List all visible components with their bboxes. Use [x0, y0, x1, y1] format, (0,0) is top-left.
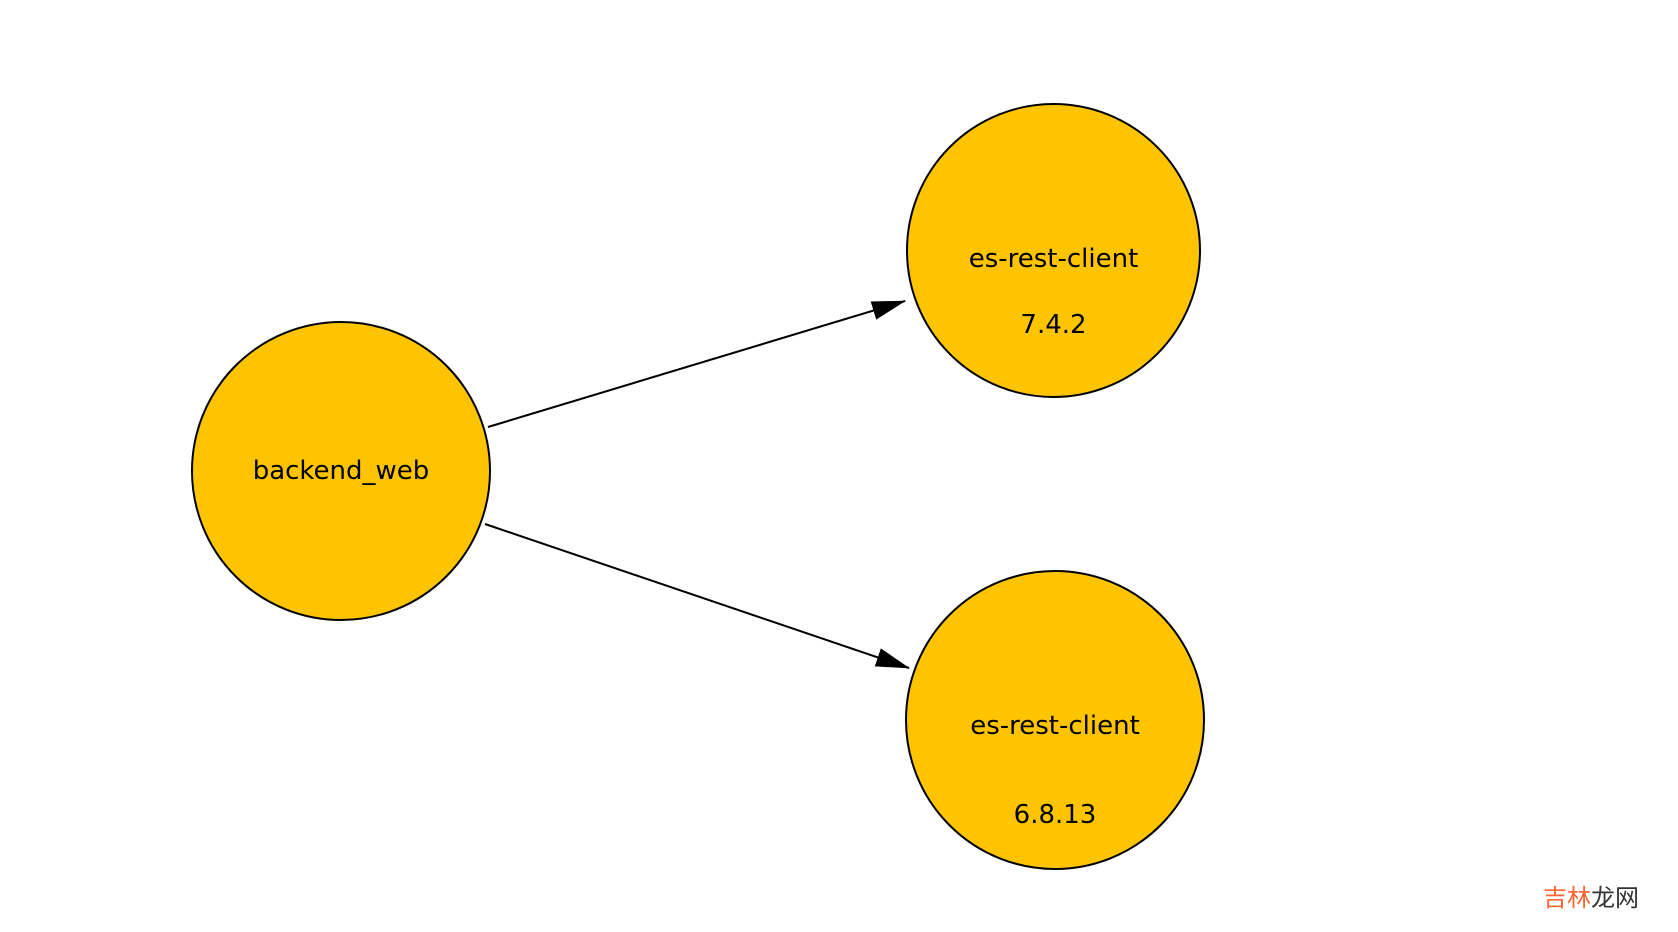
node-es-rest-client-6-version: 6.8.13: [1013, 800, 1097, 830]
node-es-rest-client-6-label: es-rest-client: [970, 711, 1140, 741]
edge-backend-web-to-es-rest-client-6: [484, 523, 910, 669]
watermark: 吉林龙网: [1543, 886, 1639, 910]
watermark-part2: 龙网: [1591, 884, 1639, 912]
node-es-rest-client-6: es-rest-client 6.8.13: [905, 570, 1205, 870]
watermark-part1: 吉林: [1543, 884, 1591, 912]
node-backend-web-label: backend_web: [252, 456, 430, 486]
node-es-rest-client-7: es-rest-client 7.4.2: [906, 103, 1201, 398]
node-es-rest-client-7-version: 7.4.2: [1020, 310, 1087, 340]
node-backend-web: backend_web: [191, 321, 491, 621]
edge-backend-web-to-es-rest-client-7: [487, 300, 906, 428]
node-es-rest-client-7-label: es-rest-client: [968, 244, 1139, 274]
